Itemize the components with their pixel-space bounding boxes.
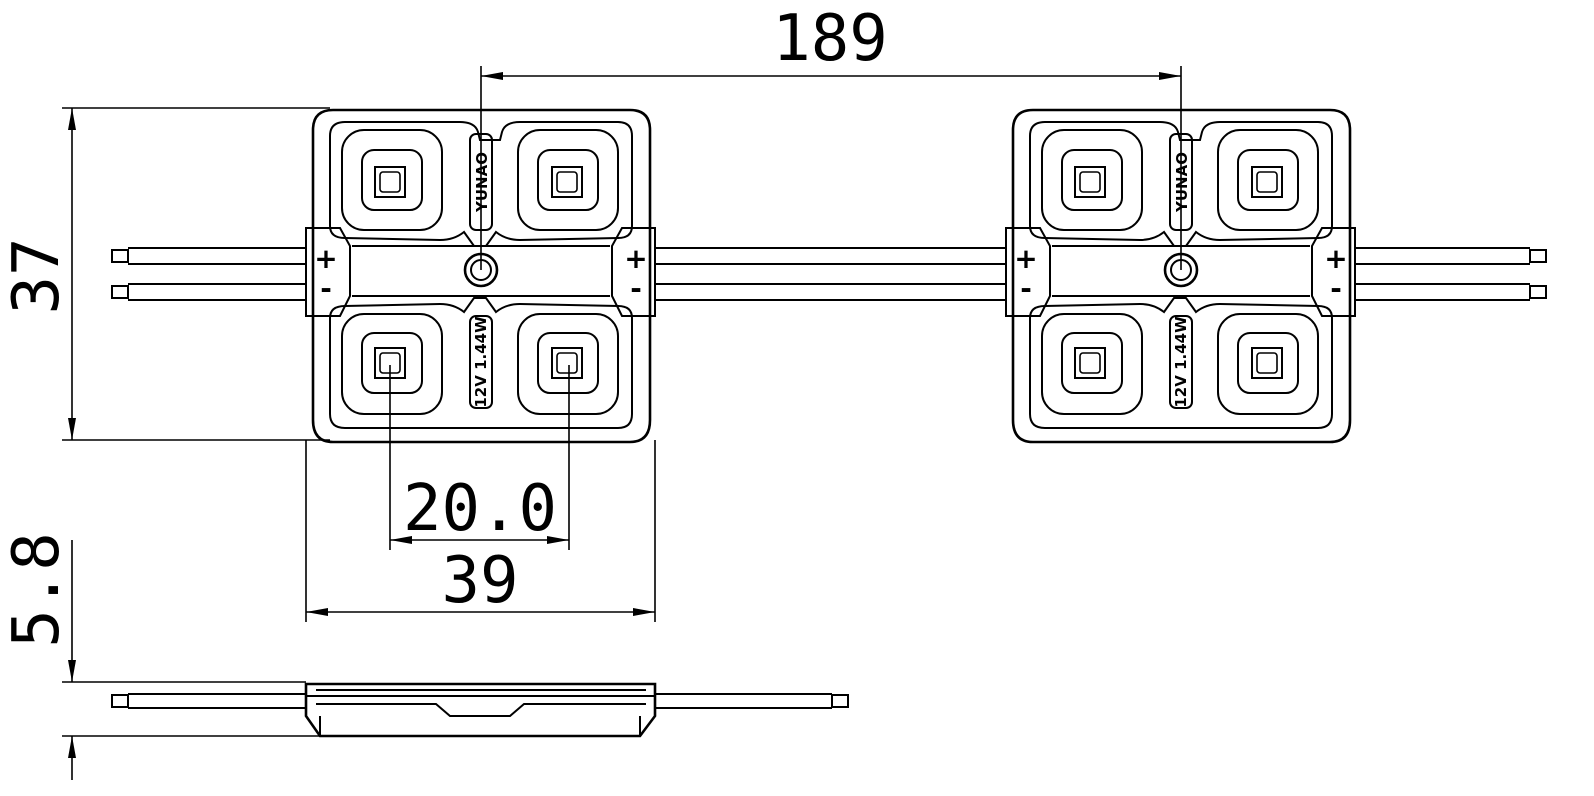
led-cell [517,129,619,231]
rating-plate [469,315,493,409]
wires-top-view [111,247,1547,301]
brand-label: YUNAO [473,152,491,213]
led-module-side-view [111,682,849,738]
height-label: 37 [0,237,74,314]
dimension-width: 39 [305,440,656,622]
minus-symbol: - [1330,272,1342,305]
dimension-thickness: 5.8 [0,532,320,780]
wire-ear-right [611,227,656,317]
led-spacing-label: 20.0 [403,472,557,546]
wire-link-negative [655,283,1006,301]
plus-symbol: + [624,242,647,275]
minus-symbol: - [320,272,332,305]
rating-label: 12V 1.44W [1172,316,1190,408]
wire-stub-right-negative [1355,283,1547,301]
minus-symbol: - [630,272,642,305]
wire-ear-left [305,227,351,317]
wire-ear-left [1005,227,1051,317]
wire-link-positive [655,247,1006,265]
rating-label: 12V 1.44W [472,316,490,408]
rating-plate [1169,315,1193,409]
led-cell [341,313,443,415]
led-cell [1217,129,1319,231]
wire-ear-right [1311,227,1356,317]
wire-stub-right-positive [1355,247,1547,265]
wire-stub-left-positive [111,247,306,265]
dimension-height: 37 [0,107,330,441]
led-cell [517,313,619,415]
plus-symbol: + [314,242,337,275]
led-cell [1041,129,1143,231]
plus-symbol: + [1014,242,1037,275]
thickness-label: 5.8 [0,532,74,648]
width-label: 39 [441,544,518,618]
plus-symbol: + [1324,242,1347,275]
led-cell [1041,313,1143,415]
dimension-led-spacing: 20.0 [389,365,570,550]
led-cell [341,129,443,231]
dimension-pitch: 189 [480,2,1182,270]
minus-symbol: - [1020,272,1032,305]
brand-label: YUNAO [1173,152,1191,213]
led-cell [1217,313,1319,415]
wire-stub-left-negative [111,283,306,301]
pitch-label: 189 [772,2,888,76]
